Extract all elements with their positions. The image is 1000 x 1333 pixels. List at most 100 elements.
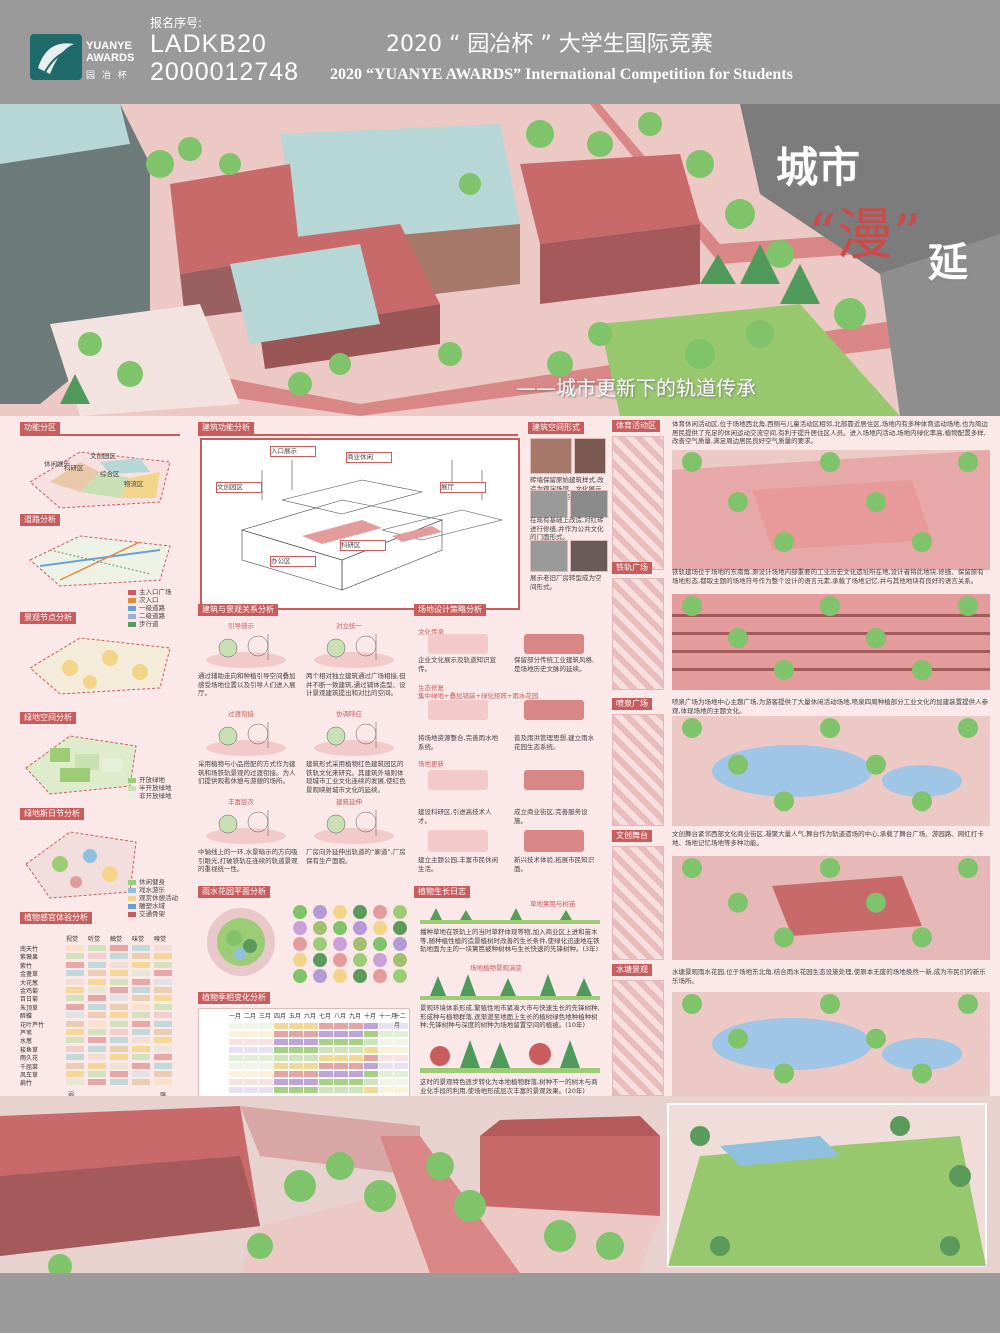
perspective-water bbox=[672, 992, 990, 1096]
season-cell bbox=[244, 1023, 258, 1029]
season-cell bbox=[259, 1063, 273, 1069]
legend-item: 交通骨架 bbox=[128, 908, 165, 918]
season-cell bbox=[364, 1071, 378, 1077]
sense-cell bbox=[88, 1020, 106, 1027]
strategy-illustration bbox=[428, 634, 488, 654]
sense-cell bbox=[66, 945, 84, 951]
sense-cell bbox=[132, 1054, 150, 1061]
zone-label: 文创园区 bbox=[90, 452, 116, 460]
season-cell bbox=[229, 1063, 243, 1069]
season-cell bbox=[364, 1023, 378, 1029]
sense-cell bbox=[110, 1012, 128, 1019]
plant-row-label: 金盏草 bbox=[20, 971, 39, 979]
season-cell bbox=[379, 1023, 393, 1029]
plan-thumbnail-fountain bbox=[612, 714, 664, 826]
sense-cell bbox=[66, 1079, 84, 1086]
plan-thumbnail-water bbox=[612, 980, 664, 1096]
relation-label: 过渡衔接 bbox=[228, 710, 254, 718]
hero-title-spread: “漫” bbox=[808, 203, 922, 268]
growth-stage-3-illustration bbox=[420, 1040, 600, 1073]
sense-cell bbox=[88, 1079, 106, 1086]
sense-cell bbox=[88, 961, 106, 968]
section-divider bbox=[20, 434, 180, 436]
sense-cell bbox=[110, 970, 128, 977]
plant-season-table: 一月二月三月四月五月六月七月八月九月十月十一月十二月 bbox=[198, 1008, 410, 1102]
season-cell bbox=[319, 1071, 333, 1077]
plant-row-label: 花叶芦竹 bbox=[20, 1021, 45, 1029]
plant-row-label: 梭鱼草 bbox=[20, 1046, 39, 1054]
season-cell bbox=[349, 1031, 363, 1037]
season-cell bbox=[274, 1087, 288, 1093]
section-title-plant-growth: 植物生长日志 bbox=[414, 886, 470, 898]
sense-cell bbox=[88, 945, 106, 951]
season-cell bbox=[304, 1063, 318, 1069]
season-cell bbox=[229, 1071, 243, 1077]
sense-cell bbox=[88, 1054, 106, 1061]
strategy-illustration bbox=[428, 830, 488, 852]
season-cell bbox=[394, 1031, 408, 1037]
sense-cell bbox=[88, 1037, 106, 1044]
plant-swatch bbox=[293, 969, 307, 983]
sense-cell bbox=[154, 1079, 172, 1086]
sense-cell bbox=[132, 1045, 150, 1052]
season-cell bbox=[304, 1071, 318, 1077]
season-cell bbox=[274, 1079, 288, 1085]
plant-row-label: 芦苇 bbox=[20, 1030, 33, 1037]
relation-diagram bbox=[206, 722, 286, 756]
scale-strong: 强 bbox=[160, 1090, 166, 1099]
plan-thumbnail-stage bbox=[612, 846, 664, 960]
season-cell bbox=[259, 1055, 273, 1061]
legend-item: 非开放绿地 bbox=[128, 790, 172, 800]
growth-caption-1: 草地篱笆与树苗 bbox=[530, 900, 576, 908]
zone-label: 科研区 bbox=[64, 464, 84, 472]
month-header: 四月 bbox=[274, 1013, 287, 1020]
sense-cell bbox=[110, 995, 128, 1002]
arch-func-label: 科研区 bbox=[340, 540, 386, 551]
strategy-text: 成立商业街区,完善服务设施。 bbox=[514, 808, 588, 825]
hero-title-city: 城市 bbox=[776, 143, 861, 192]
strategy-illustration bbox=[524, 830, 584, 852]
plant-swatch bbox=[313, 953, 327, 967]
section-title-node: 景观节点分析 bbox=[20, 612, 76, 624]
season-cell bbox=[364, 1047, 378, 1053]
sense-cell bbox=[66, 1037, 84, 1044]
season-cell bbox=[259, 1039, 273, 1045]
sense-cell bbox=[88, 1071, 106, 1077]
plant-swatch bbox=[353, 969, 367, 983]
sense-cell bbox=[88, 987, 106, 993]
sense-cell bbox=[66, 970, 84, 977]
strategy-text: 保留部分传统工业建筑风格,是场地历史文脉的延续。 bbox=[514, 656, 595, 673]
sense-cell bbox=[88, 970, 106, 977]
plant-swatch bbox=[313, 937, 327, 951]
zone-label: 综合区 bbox=[100, 470, 120, 478]
relation-label: 丰富层次 bbox=[228, 798, 254, 806]
sense-cell bbox=[132, 970, 150, 977]
season-cell bbox=[244, 1063, 258, 1069]
arch-form-photo-3 bbox=[530, 490, 568, 518]
section-title-rain-garden: 雨水花园平面分析 bbox=[198, 886, 270, 898]
sense-cell bbox=[154, 995, 172, 1002]
season-cell bbox=[229, 1087, 243, 1093]
arch-func-label: 办公区 bbox=[270, 556, 316, 567]
plant-swatch bbox=[393, 921, 407, 935]
section-title-site-strategy: 场地设计策略分析 bbox=[414, 604, 486, 616]
sense-cell bbox=[110, 1020, 128, 1027]
sense-cell bbox=[154, 987, 172, 993]
sense-cell bbox=[66, 1012, 84, 1019]
sense-cell bbox=[110, 1045, 128, 1052]
sense-cell bbox=[154, 953, 172, 960]
plant-row-label: 南天竹 bbox=[20, 946, 39, 953]
aerial-illustration bbox=[0, 104, 1000, 416]
season-cell bbox=[334, 1087, 348, 1093]
strategy-text: 普及雨洪管理思想,建立雨水花园生态系统。 bbox=[514, 734, 595, 751]
season-cell bbox=[334, 1079, 348, 1085]
strategy-label: 生态修复 bbox=[418, 684, 444, 692]
legend-item: 开放绿地 bbox=[128, 774, 165, 784]
season-cell bbox=[274, 1031, 288, 1037]
relation-diagram bbox=[314, 722, 394, 756]
green-space-map bbox=[25, 735, 137, 795]
site-strategy-grid: 文化传承生态修复场地更新集中绿地+叠加铺装+绿化矩阵+雨水花园企业文化展示及轨道… bbox=[414, 620, 604, 880]
plant-row-label: 紫竹 bbox=[20, 962, 33, 970]
perspective-sport bbox=[672, 450, 990, 570]
season-cell bbox=[244, 1079, 258, 1085]
